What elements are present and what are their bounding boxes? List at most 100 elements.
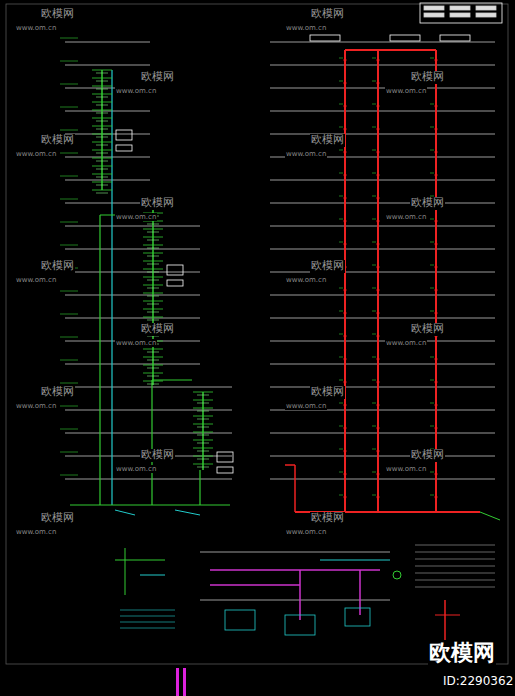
- pipe-line: [65, 65, 150, 66]
- watermark: www.om.cn: [385, 465, 427, 473]
- pipe-line: [430, 426, 434, 427]
- pipe-line: [143, 229, 163, 230]
- watermark: www.om.cn: [115, 213, 157, 221]
- pipe-line: [270, 249, 495, 250]
- pipe-line: [143, 293, 163, 294]
- pipe-line: [270, 111, 495, 112]
- valve-dot: [377, 151, 380, 154]
- pipe-line: [372, 242, 376, 243]
- valve-dot: [377, 289, 380, 292]
- pipe-line: [193, 464, 213, 465]
- pipe-line: [339, 449, 343, 450]
- pipe-line: [193, 400, 213, 401]
- pipe-line: [92, 78, 112, 79]
- pipe-line: [339, 58, 343, 59]
- pipe-line: [92, 150, 112, 151]
- valve-dot: [377, 174, 380, 177]
- pipe-line: [143, 373, 163, 374]
- pipe-line: [193, 392, 213, 393]
- pipe-line: [197, 451, 209, 452]
- valve-dot: [377, 427, 380, 430]
- pipe-line: [143, 301, 163, 302]
- pipe-line: [339, 288, 343, 289]
- valve-dot: [344, 128, 347, 131]
- pipe-line: [372, 357, 376, 358]
- valve-dot: [377, 381, 380, 384]
- pipe-line: [101, 70, 103, 190]
- pipe-line: [96, 161, 108, 162]
- pipe-line: [339, 334, 343, 335]
- pipe-line: [92, 118, 112, 119]
- pipe-line: [199, 470, 200, 505]
- pipe-line: [60, 475, 78, 476]
- pipe-line: [270, 387, 495, 388]
- pipe-line: [143, 309, 163, 310]
- pipe-line: [430, 380, 434, 381]
- pipe-line: [372, 150, 376, 151]
- watermark: www.om.cn: [115, 339, 157, 347]
- valve-dot: [377, 358, 380, 361]
- pipe-line: [99, 215, 100, 505]
- watermark: www.om.cn: [15, 402, 57, 410]
- watermark: 欧模网: [40, 8, 75, 21]
- pipe-line: [92, 166, 112, 167]
- pipe-line: [65, 157, 150, 158]
- valve-dot: [377, 473, 380, 476]
- valve-dot: [435, 243, 438, 246]
- valve-dot: [435, 220, 438, 223]
- pipe-line: [372, 265, 376, 266]
- pipe-line: [270, 364, 495, 365]
- valve-dot: [344, 289, 347, 292]
- pipe-line: [92, 158, 112, 159]
- pipe-line: [202, 392, 204, 470]
- pipe-line: [197, 427, 209, 428]
- frame-box: [167, 265, 183, 275]
- pipe-line: [60, 153, 78, 154]
- meter-symbol: [393, 571, 401, 579]
- pipe-line: [143, 253, 163, 254]
- watermark: 欧模网: [410, 71, 445, 84]
- watermark: 欧模网: [310, 8, 345, 21]
- valve-dot: [344, 105, 347, 108]
- frame-box: [217, 452, 233, 462]
- pipe-line: [339, 219, 343, 220]
- pipe-line: [92, 86, 112, 87]
- watermark: www.om.cn: [285, 276, 327, 284]
- pipe-line: [193, 440, 213, 441]
- pipe-line: [60, 291, 78, 292]
- pipe-line: [96, 169, 108, 170]
- pipe-line: [60, 337, 78, 338]
- pipe-line: [96, 137, 108, 138]
- watermark: 欧模网: [310, 134, 345, 147]
- valve-dot: [435, 381, 438, 384]
- valve-dot: [377, 266, 380, 269]
- pipe-line: [65, 318, 200, 319]
- pipe-line: [193, 408, 213, 409]
- pipe-line: [92, 174, 112, 175]
- pipe-line: [60, 245, 78, 246]
- pipe-line: [147, 352, 159, 353]
- valve-dot: [435, 289, 438, 292]
- valve-dot: [377, 243, 380, 246]
- pipe-line: [270, 456, 495, 457]
- pipe-line: [270, 134, 495, 135]
- pipe-line: [143, 349, 163, 350]
- valve-dot: [344, 82, 347, 85]
- pipe-line: [415, 545, 495, 546]
- watermark: www.om.cn: [115, 87, 157, 95]
- pipe-line: [96, 145, 108, 146]
- pipe-line: [175, 510, 200, 515]
- pipe-line: [193, 424, 213, 425]
- valve-dot: [344, 197, 347, 200]
- watermark: www.om.cn: [385, 339, 427, 347]
- pipe-line: [415, 559, 495, 560]
- pipe-line: [115, 510, 135, 515]
- pipe-line: [339, 242, 343, 243]
- pipe-line: [377, 50, 379, 512]
- pipe-line: [197, 467, 209, 468]
- pipe-line: [147, 272, 159, 273]
- pipe-line: [143, 245, 163, 246]
- pipe-line: [339, 403, 343, 404]
- pipe-line: [270, 479, 495, 480]
